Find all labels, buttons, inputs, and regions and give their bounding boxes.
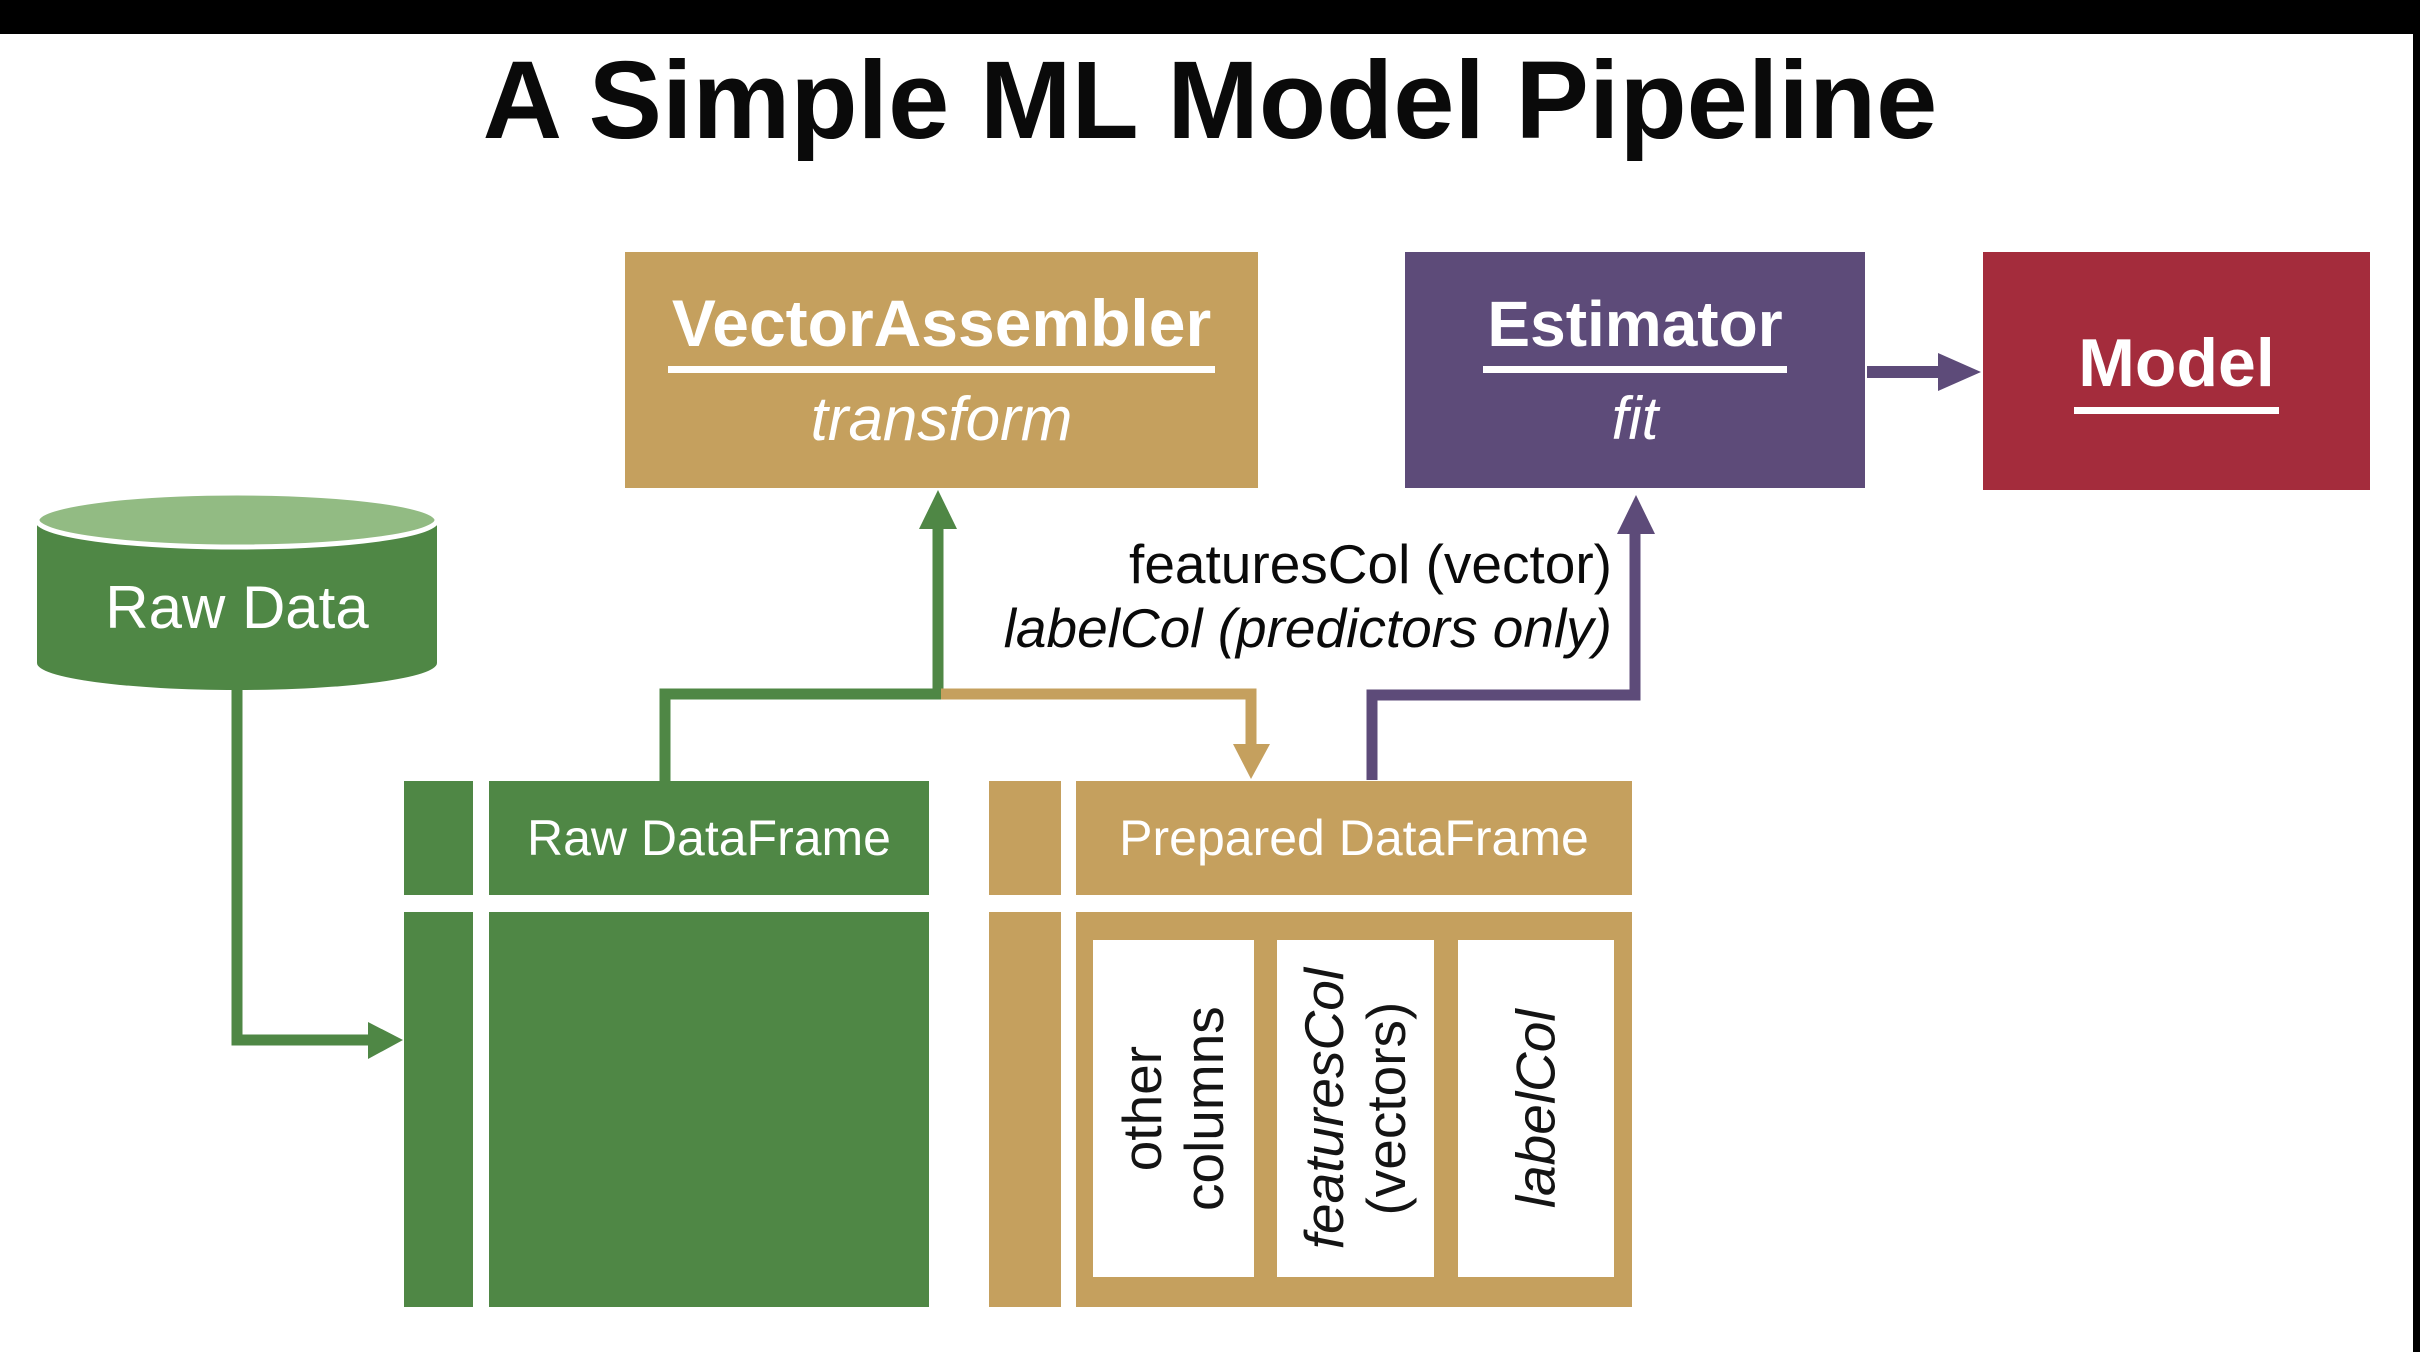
estimator-box: Estimator fit: [1405, 252, 1865, 488]
column-featurescol-label: featuresCol (vectors): [1292, 967, 1417, 1250]
arrow-rawdata-to-rawdataframe: [231, 689, 403, 1059]
prepared-dataframe-index-header: [989, 781, 1061, 895]
prepared-dataframe-header: Prepared DataFrame: [1076, 781, 1632, 895]
raw-dataframe-title: Raw DataFrame: [527, 810, 891, 866]
column-label-line: other: [1110, 1045, 1173, 1172]
column-labelcol-label: labelCol: [1504, 1009, 1567, 1208]
prepared-dataframe-title: Prepared DataFrame: [1119, 810, 1589, 866]
estimator-title: Estimator: [1483, 290, 1787, 374]
raw-dataframe-index-header: [404, 781, 473, 895]
column-label-line: labelCol: [1504, 1009, 1567, 1208]
column-label-line: columns: [1172, 1006, 1235, 1211]
raw-dataframe-index-column: [404, 912, 473, 1307]
model-box: Model: [1983, 252, 2370, 490]
raw-data-cylinder: [34, 490, 440, 690]
arrow-prepareddataframe-to-estimator: [1366, 495, 1655, 780]
prepared-dataframe-body: other columns featuresCol (vectors) labe…: [1076, 912, 1632, 1307]
column-labelcol: labelCol: [1458, 940, 1614, 1277]
model-title: Model: [2074, 327, 2279, 415]
page-title: A Simple ML Model Pipeline: [482, 39, 1938, 162]
arrow-vectorassembler-to-prepareddataframe: [941, 688, 1270, 779]
letterbox-right-bar: [2413, 0, 2420, 1352]
column-label-line: (vectors): [1354, 1001, 1417, 1216]
arrowhead-down-icon: [1233, 744, 1270, 779]
column-featurescol: featuresCol (vectors): [1277, 940, 1434, 1277]
arrowhead-up-icon: [919, 490, 957, 529]
letterbox-top-bar: [0, 0, 2420, 34]
column-label-line: featuresCol: [1292, 967, 1355, 1250]
arrow-estimator-to-model: [1867, 353, 1981, 391]
prepared-dataframe-index-column: [989, 912, 1061, 1307]
raw-data-label: Raw Data: [105, 574, 369, 641]
labelcol-annotation: labelCol (predictors only): [1003, 597, 1612, 659]
arrowhead-up-icon: [1617, 495, 1655, 534]
arrowhead-right-icon: [368, 1022, 403, 1059]
featurescol-annotation: featuresCol (vector): [1129, 533, 1612, 595]
column-annotations: featuresCol (vector) labelCol (predictor…: [800, 532, 1612, 660]
raw-dataframe-body: [489, 912, 929, 1307]
raw-dataframe-header: Raw DataFrame: [489, 781, 929, 895]
column-other-columns-label: other columns: [1110, 1006, 1235, 1211]
vectorassembler-method: transform: [810, 385, 1073, 455]
column-other-columns: other columns: [1093, 940, 1254, 1277]
vectorassembler-title: VectorAssembler: [667, 288, 1216, 374]
estimator-method: fit: [1611, 385, 1659, 453]
arrowhead-right-icon: [1938, 353, 1981, 391]
cylinder-top: [34, 490, 440, 550]
arrow-rawdataframe-to-vectorassembler: [659, 490, 957, 781]
vectorassembler-box: VectorAssembler transform: [625, 252, 1258, 488]
